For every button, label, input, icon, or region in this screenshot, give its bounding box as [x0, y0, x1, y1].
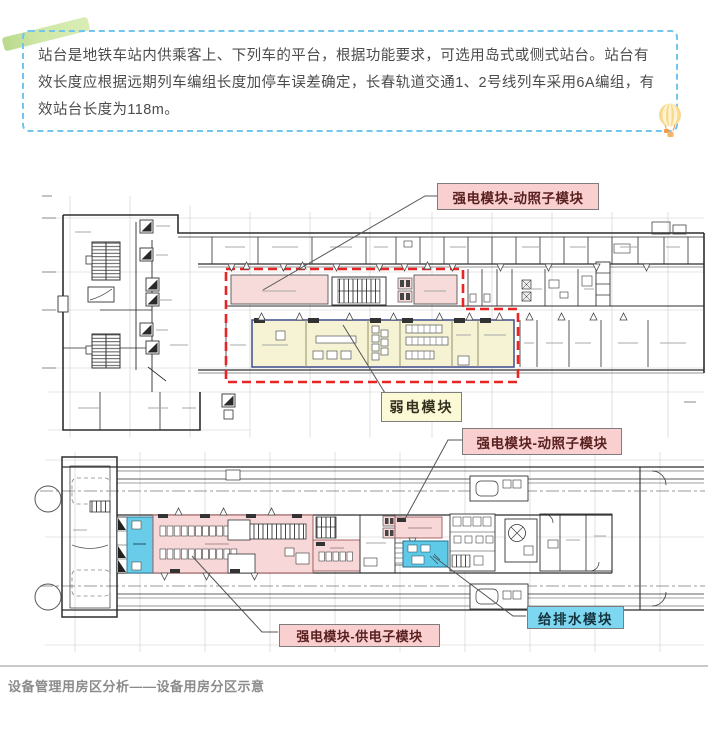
- callout-strong-power-lighting-concourse: 强电模块-动照子模块: [437, 183, 599, 210]
- station-end-structure: [34, 456, 118, 618]
- room-strong-power-a: [230, 274, 329, 305]
- leader-strong-power-platform: [404, 439, 462, 520]
- plan-concourse-level: [42, 195, 705, 438]
- page-caption: 设备管理用房区分析——设备用房分区示意: [8, 679, 265, 694]
- room-strong-power-b: [413, 274, 458, 305]
- hot-air-balloon-icon: [659, 103, 681, 137]
- caption-divider: [0, 665, 708, 667]
- room-water-drainage: [394, 540, 449, 568]
- leader-strong-power-concourse: [262, 195, 437, 291]
- strip-end-cells: [116, 516, 128, 574]
- intro-text-box: 站台是地铁车站内供乘客上、下列车的平台，根据功能要求，可选用岛式或侧式站台。站台…: [22, 30, 678, 132]
- toilet-block: [449, 513, 496, 572]
- room-white-mid: [359, 515, 396, 573]
- leader-power-supply: [191, 555, 278, 633]
- callout-strong-power-lighting-platform: 强电模块-动照子模块: [462, 428, 622, 455]
- plan-platform-level: [34, 439, 705, 652]
- small-fixtures: [403, 240, 631, 303]
- leader-water-drainage: [432, 555, 526, 617]
- stairwell: [331, 276, 387, 306]
- axis-ticks: [42, 195, 696, 403]
- platform-stairs: [315, 516, 337, 539]
- room-strong-power-lighting: [394, 516, 443, 546]
- fixtures: [397, 277, 413, 303]
- callout-weak-current: 弱电模块: [381, 392, 462, 422]
- weak-current-block: [251, 318, 515, 368]
- small-label-marks: [75, 225, 686, 409]
- elevator-pair: [521, 279, 532, 302]
- elevator-room: [504, 518, 538, 563]
- ventilation-louvers: [57, 219, 236, 420]
- room-pink-extension: [312, 539, 361, 572]
- leader-weak-current: [342, 324, 386, 394]
- right-rooms: [539, 470, 667, 607]
- callout-strong-power-supply: 强电模块-供电子模块: [279, 624, 440, 647]
- room-cyan-left: [126, 516, 154, 574]
- intro-paragraph: 站台是地铁车站内供乘客上、下列车的平台，根据功能要求，可选用岛式或侧式站台。站台…: [38, 48, 655, 118]
- track-centerlines: [40, 490, 705, 587]
- callout-water-supply-drainage: 给排水模块: [527, 606, 624, 629]
- room-strong-power-supply: [152, 507, 314, 581]
- trackside-boxes: [73, 469, 529, 610]
